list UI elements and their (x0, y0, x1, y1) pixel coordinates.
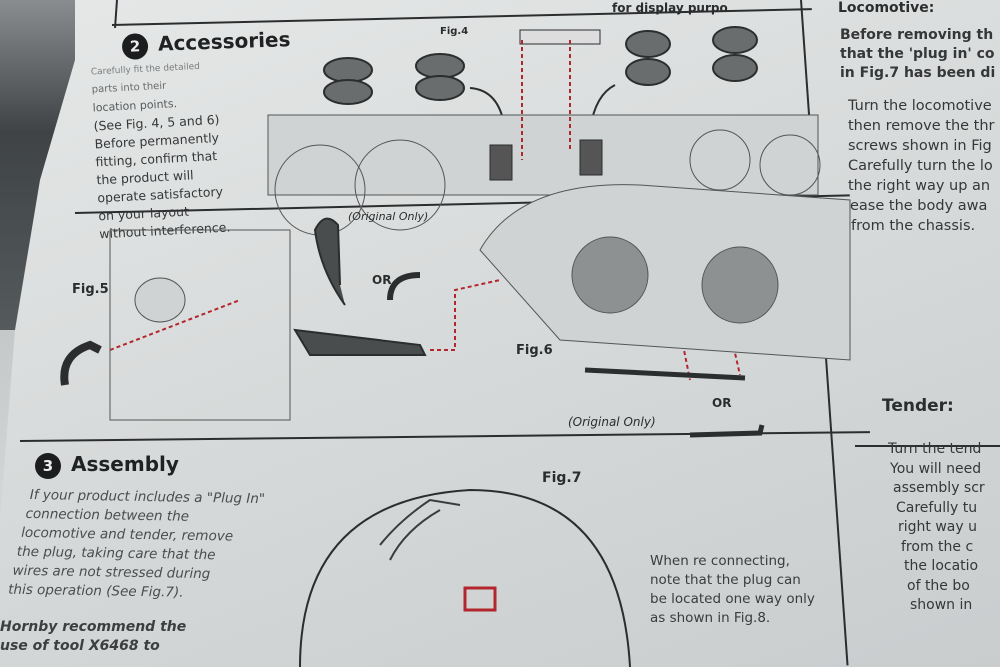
text-line: as shown in Fig.8. (650, 610, 771, 626)
tender-heading: Tender: (882, 396, 954, 416)
text-line: ease the body awa (850, 198, 988, 214)
text-line: then remove the thr (848, 118, 995, 134)
text-line: Before removing th (840, 27, 994, 43)
text-line: from the chassis. (851, 218, 976, 234)
section-heading-assembly: 3 Assembly (35, 452, 179, 479)
fig7-label: Fig.7 (542, 470, 582, 486)
text-line: right way u (898, 519, 977, 535)
brackets (489, 29, 603, 181)
text-line: Carefully turn the lo (848, 158, 993, 174)
text-line: the right way up an (848, 178, 991, 194)
text-line: assembly scr (893, 480, 985, 496)
assembly-text: If your product includes a "Plug In" con… (8, 486, 265, 604)
locomotive-heading: Locomotive: (838, 0, 935, 16)
or-label: OR (372, 273, 392, 287)
text-line: in Fig.7 has been di (840, 65, 996, 81)
or-label: OR (712, 396, 732, 410)
tool-recommendation: Hornby recommend the use of tool X6468 t… (0, 618, 186, 656)
original-only-label: (Original Only) (568, 415, 656, 429)
text-line: from the c (901, 538, 974, 555)
locomotive-warning: Before removing th that the 'plug in' co… (840, 26, 995, 83)
text-line: be located one way only (650, 591, 815, 607)
fig4-label: Fig.4 (440, 26, 469, 37)
tender-text: Turn the tend You will need assembly scr… (888, 440, 985, 616)
text-line: Hornby recommend the (0, 619, 187, 635)
text-line: Turn the locomotive (848, 98, 992, 114)
divider (855, 445, 1000, 447)
text-line: note that the plug can (650, 572, 801, 588)
wheelset-illustrations (323, 26, 758, 105)
fig5-label: Fig.5 (72, 282, 109, 297)
text-line: screws shown in Fig (848, 138, 992, 154)
text-line: Turn the tend (888, 441, 982, 457)
text-line: the locatio (904, 558, 979, 574)
text-line: use of tool X6468 to (0, 638, 160, 654)
text-line: You will need (890, 460, 982, 477)
loco-front-illustration (109, 184, 851, 421)
step-number: 3 (35, 452, 61, 479)
text-line: that the 'plug in' co (840, 46, 995, 62)
text-line: of the bo (907, 577, 970, 594)
fig7-circle (299, 488, 631, 667)
fig6-label: Fig.6 (516, 343, 553, 358)
chassis-illustration (267, 114, 821, 236)
cut-text: for display purpo (612, 1, 728, 15)
accessory-parts (60, 217, 765, 438)
text-line: When re connecting, (650, 553, 790, 569)
text-line: shown in (910, 597, 973, 613)
original-only-label: (Original Only) (348, 210, 429, 223)
locomotive-text: Turn the locomotive then remove the thr … (848, 96, 995, 236)
fig7-illustration (379, 498, 497, 612)
section-title: Assembly (71, 452, 179, 476)
text-line: Carefully tu (896, 499, 978, 516)
reconnect-text: When re connecting, note that the plug c… (650, 552, 815, 628)
